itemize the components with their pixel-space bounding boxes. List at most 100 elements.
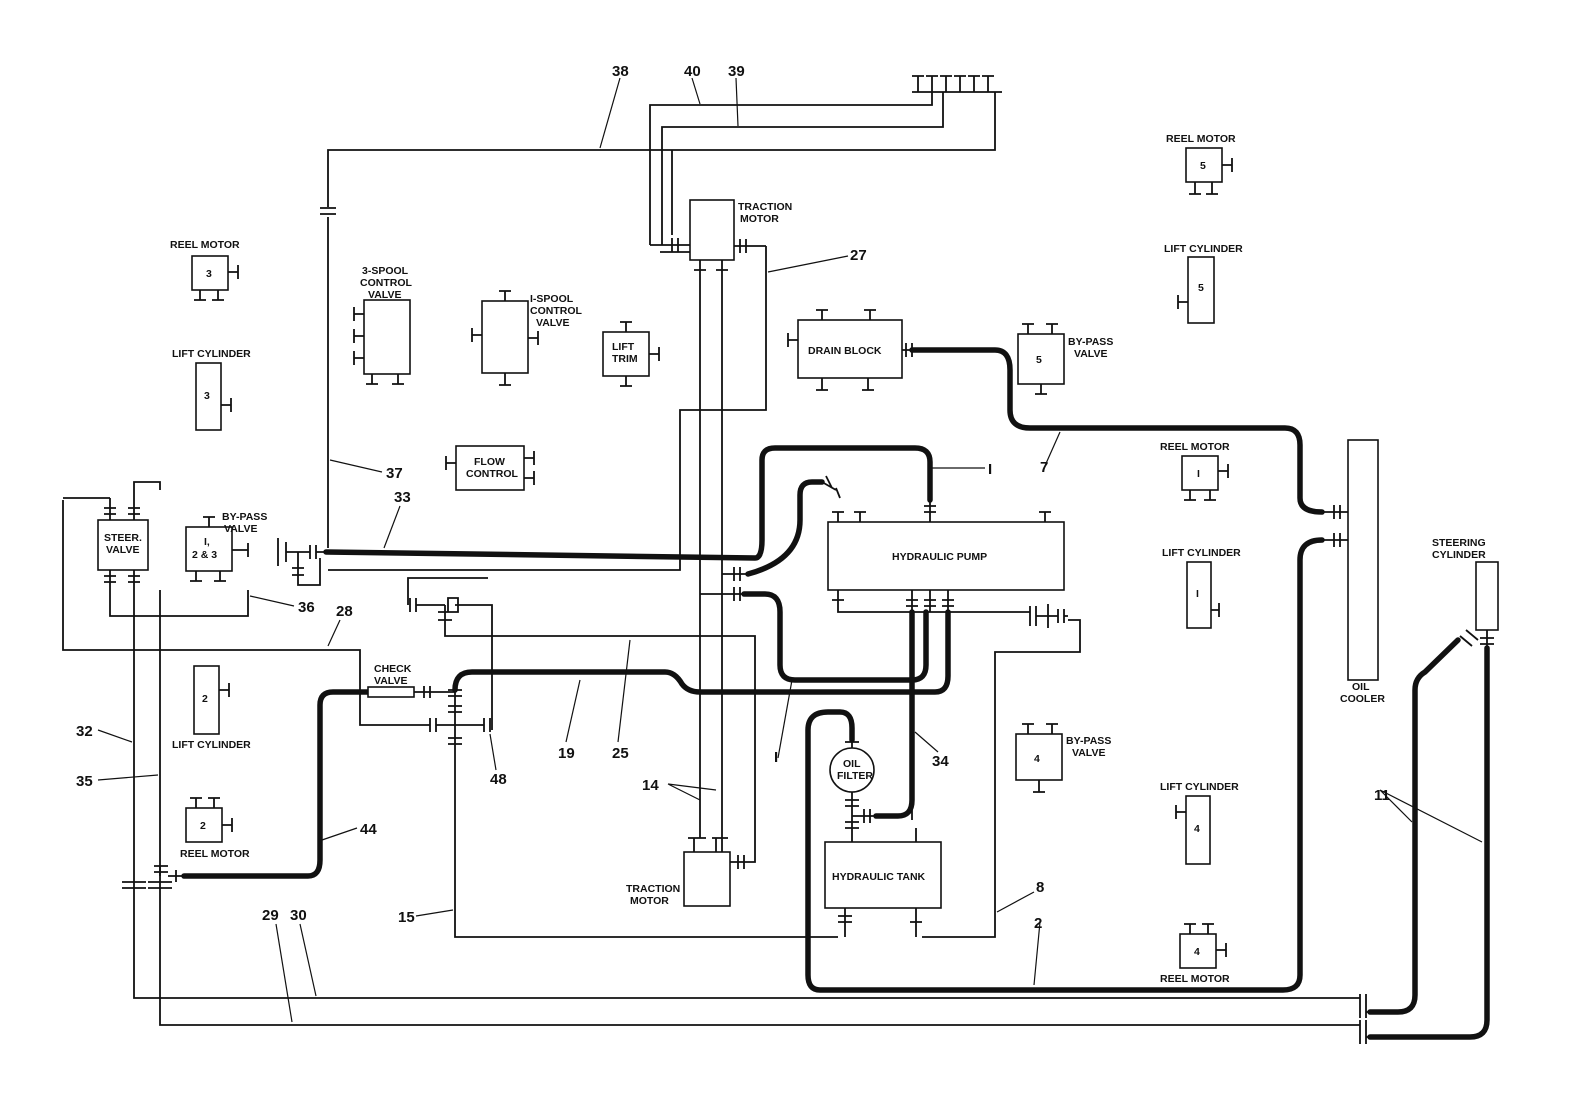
check-valve: CHECK VALVE — [367, 663, 455, 698]
line-label-11: 11 — [1374, 787, 1390, 804]
lift-cylinder-1-label: LIFT CYLINDER — [1162, 547, 1241, 559]
bypass-valve-5: 5 BY-PASS VALVE — [1017, 323, 1113, 395]
reel-motor-1-number: I — [1197, 468, 1200, 480]
line-number-labels: 38 40 39 27 7 I 37 33 36 28 32 35 19 25 … — [76, 63, 1390, 932]
reel-motor-1-label: REEL MOTOR — [1160, 441, 1230, 453]
line-39 — [661, 92, 944, 245]
reel-motor-5: REEL MOTOR 5 — [1166, 133, 1236, 195]
bottom-left-couplings — [122, 865, 184, 889]
line-32 — [133, 590, 1360, 999]
line-label-40: 40 — [684, 63, 701, 80]
bypass-valve-123-number-2: 2 & 3 — [192, 549, 217, 561]
oil-filter: OIL FILTER — [829, 740, 876, 842]
line-label-44: 44 — [360, 821, 377, 838]
lift-cylinder-5-label: LIFT CYLINDER — [1164, 243, 1243, 255]
lift-cylinder-4-label: LIFT CYLINDER — [1160, 781, 1239, 793]
line-label-28: 28 — [336, 603, 353, 620]
hydraulic-tank: HYDRAULIC TANK — [824, 828, 942, 937]
line-label-37: 37 — [386, 465, 403, 482]
three-spool-control-valve: 3-SPOOL CONTROL VALVE — [353, 265, 412, 385]
line-label-34: 34 — [932, 753, 949, 770]
lift-cylinder-1: LIFT CYLINDER I — [1162, 547, 1241, 629]
lift-cylinder-5-number: 5 — [1198, 282, 1204, 294]
hose-11a — [1367, 637, 1461, 1015]
line-label-1-upper: I — [988, 461, 992, 478]
steering-cylinder-label-2: CYLINDER — [1432, 549, 1486, 561]
lift-trim-label-2: TRIM — [612, 353, 638, 365]
lift-cylinder-5: LIFT CYLINDER 5 — [1164, 243, 1243, 324]
bottom-right-couplings — [1359, 994, 1370, 1044]
line-25 — [444, 625, 756, 863]
traction-motor-bottom-label-1: TRACTION — [626, 883, 680, 895]
hose-1-upper — [745, 479, 825, 577]
line-label-2: 2 — [1034, 915, 1042, 932]
lift-cylinder-2-number: 2 — [202, 693, 208, 705]
line-pump-left — [837, 600, 1030, 613]
reel-motor-4-label: REEL MOTOR — [1160, 973, 1230, 985]
reel-motor-5-label: REEL MOTOR — [1166, 133, 1236, 145]
line-35 — [159, 590, 1360, 1026]
leader-lines — [97, 77, 1483, 1023]
lift-cylinder-2-label: LIFT CYLINDER — [172, 739, 251, 751]
bypass-valve-5-number: 5 — [1036, 354, 1042, 366]
line-label-15: 15 — [398, 909, 415, 926]
oil-cooler-label-1: OIL — [1352, 681, 1370, 693]
hose-33 — [323, 445, 933, 561]
line-40 — [649, 92, 933, 245]
reel-motor-2-label: REEL MOTOR — [180, 848, 250, 860]
pump-right-coupling — [1029, 604, 1068, 628]
line-label-14: 14 — [642, 777, 659, 794]
spool3-label-1: 3-SPOOL — [362, 265, 409, 277]
traction-motor-bottom: TRACTION MOTOR — [626, 837, 745, 907]
lift-cylinder-4: LIFT CYLINDER 4 — [1160, 781, 1239, 865]
line-label-30: 30 — [290, 907, 307, 924]
hose-44 — [181, 689, 371, 879]
reel-motor-4-number: 4 — [1194, 946, 1200, 958]
hydraulic-pump: HYDRAULIC PUMP — [827, 500, 1065, 612]
spool1-label-2: CONTROL — [530, 305, 582, 317]
line-label-25: 25 — [612, 745, 629, 762]
line-label-36: 36 — [298, 599, 315, 616]
lift-trim-label-1: LIFT — [612, 341, 635, 353]
bypass-valve-1-2-3: I, 2 & 3 BY-PASS VALVE — [185, 511, 267, 582]
drain-block: DRAIN BLOCK — [787, 309, 913, 391]
reel-motor-2-number: 2 — [200, 820, 206, 832]
lift-cylinder-2: 2 LIFT CYLINDER — [172, 665, 251, 751]
steer-valve-top-pipe — [133, 481, 161, 490]
lift-trim: LIFT TRIM — [602, 321, 660, 387]
spool3-label-3: VALVE — [368, 289, 401, 301]
line-label-27: 27 — [850, 247, 867, 264]
lift-cylinder-1-number: I — [1196, 588, 1199, 600]
top-manifold-ports — [912, 75, 994, 92]
bypass-valve-5-label-1: BY-PASS — [1068, 336, 1113, 348]
flow-control-label-2: CONTROL — [466, 468, 518, 480]
line-36 — [109, 590, 249, 617]
line-label-32: 32 — [76, 723, 93, 740]
line-label-7: 7 — [1040, 459, 1048, 476]
spool3-label-2: CONTROL — [360, 277, 412, 289]
steering-cylinder-label-1: STEERING — [1432, 537, 1486, 549]
hydraulic-pump-label: HYDRAULIC PUMP — [892, 551, 987, 563]
flow-control-label-1: FLOW — [474, 456, 505, 468]
reel-motor-2: 2 REEL MOTOR — [180, 797, 250, 860]
steer-valve-label-2: VALVE — [106, 544, 139, 556]
drain-block-label: DRAIN BLOCK — [808, 345, 882, 357]
reel-motor-3-number: 3 — [206, 268, 212, 280]
spool1-label-1: I-SPOOL — [530, 293, 574, 305]
line-label-35: 35 — [76, 773, 93, 790]
oil-cooler-label-2: COOLER — [1340, 693, 1385, 705]
oil-cooler: OIL COOLER — [1322, 439, 1385, 705]
line-8 — [922, 619, 1081, 938]
line-48-left — [407, 577, 488, 605]
line-label-33: 33 — [394, 489, 411, 506]
check-valve-label-2: VALVE — [374, 675, 407, 687]
bypass-valve-4-number: 4 — [1034, 753, 1040, 765]
lift-cylinder-3-label: LIFT CYLINDER — [172, 348, 251, 360]
line-label-1-lower: I — [774, 749, 778, 766]
oil-filter-label-2: FILTER — [837, 770, 873, 782]
line-label-29: 29 — [262, 907, 279, 924]
lift-cylinder-3-number: 3 — [204, 390, 210, 402]
bypass-valve-4-label-2: VALVE — [1072, 747, 1105, 759]
reel-motor-5-number: 5 — [1200, 160, 1206, 172]
